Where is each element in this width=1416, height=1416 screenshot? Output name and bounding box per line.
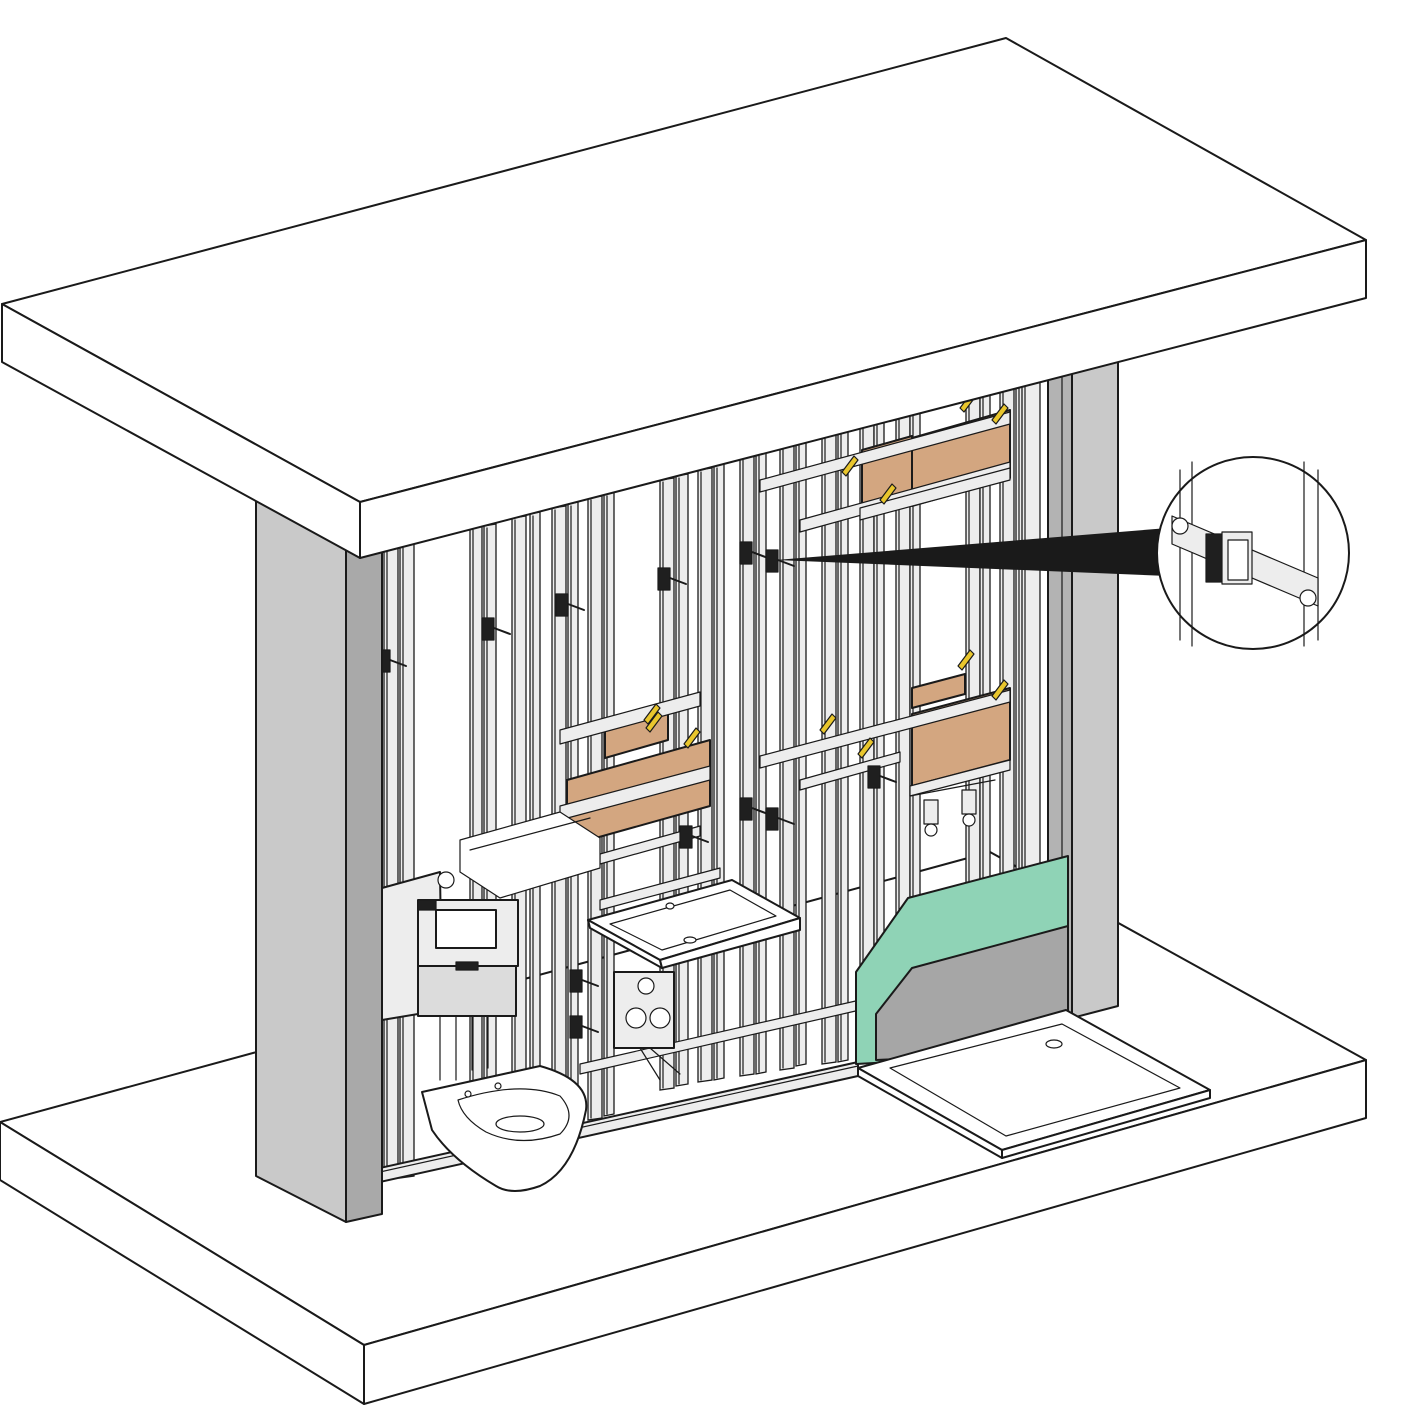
yellow-clip (857, 737, 875, 759)
cross-bar (859, 467, 1011, 521)
cross-bar (759, 411, 1011, 493)
frame-stud (399, 543, 415, 1179)
bracket (765, 549, 779, 573)
yellow-clip (991, 679, 1009, 701)
bracket-rail (777, 817, 795, 825)
stud-brackets (377, 541, 905, 1047)
bathtub-outline (459, 811, 601, 899)
yellow-clip (991, 403, 1009, 425)
yellow-clip (841, 455, 859, 477)
callout-detail (1171, 461, 1319, 647)
frame-connectors (643, 391, 1009, 759)
toilet-icon (421, 1065, 588, 1192)
bracket-rail (777, 559, 795, 567)
cross-bar (759, 689, 1011, 769)
bracket (481, 617, 495, 641)
bracket (657, 567, 671, 591)
cross-bar (559, 691, 701, 745)
cross-bar (599, 867, 721, 911)
yellow-clip (957, 649, 975, 671)
frame-stud (713, 463, 725, 1081)
bracket-rail (669, 577, 687, 585)
bracket (739, 797, 753, 821)
magnifier-callout-icon (776, 456, 1350, 650)
yellow-clip (643, 703, 661, 725)
yellow-clip (645, 711, 663, 733)
bracket-rail (493, 627, 511, 635)
left-column (255, 497, 383, 1223)
bracket (569, 1015, 583, 1039)
yellow-clip (683, 727, 701, 749)
bracket-rail (581, 979, 599, 987)
shower-valves (909, 779, 996, 837)
bracket (679, 825, 693, 849)
bracket-rail (879, 775, 897, 783)
bracket-rail (389, 659, 407, 667)
frame-cross-bars (559, 411, 1011, 1075)
yellow-clip (819, 713, 837, 735)
shower-tray-icon (857, 1009, 1211, 1159)
cross-bar (799, 751, 901, 791)
bracket-rail (567, 603, 585, 611)
bracket-rail (751, 551, 769, 559)
bracket-rail (691, 835, 709, 843)
basin-module (613, 971, 681, 1081)
bracket (739, 541, 753, 565)
bracket-rail (751, 807, 769, 815)
cross-bar (909, 759, 1011, 797)
bracket (867, 765, 881, 789)
frame-stud (383, 545, 399, 1181)
washbasin-icon (587, 879, 801, 969)
wc-cistern (381, 871, 519, 1081)
bracket (555, 593, 569, 617)
bracket (569, 969, 583, 993)
yellow-clip (879, 483, 897, 505)
ceiling-slab (1, 37, 1367, 559)
bracket-rail (581, 1025, 599, 1033)
bracket (765, 807, 779, 831)
